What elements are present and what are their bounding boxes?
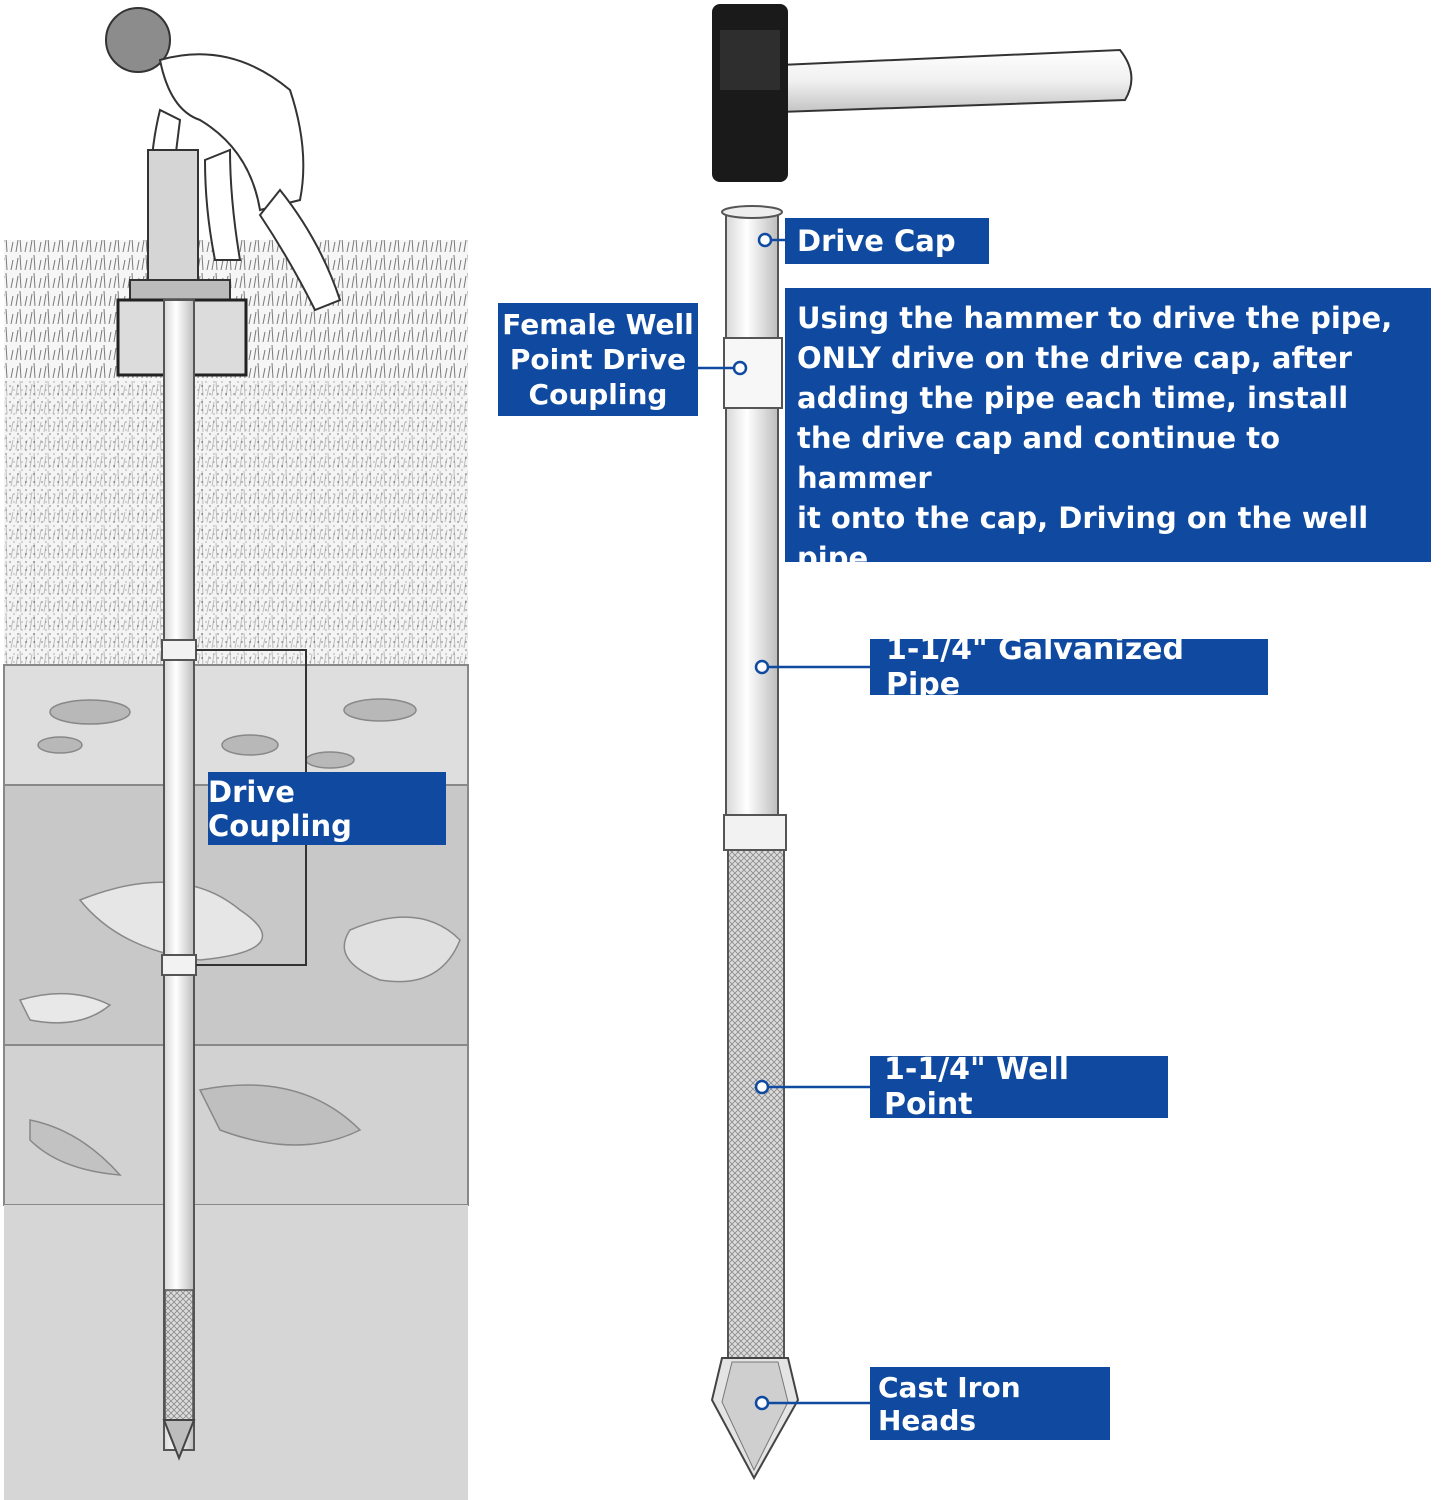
instructions-text: Using the hammer to drive the pipe, ONLY… bbox=[797, 301, 1401, 615]
galvanized-pipe-label: 1-1/4" Galvanized Pipe bbox=[870, 632, 1268, 702]
worker-figure bbox=[105, 7, 342, 312]
sledge-hammer bbox=[712, 4, 1133, 182]
cast-iron-heads-text: Cast Iron Heads bbox=[878, 1370, 1021, 1437]
cast-iron-heads-label: Cast Iron Heads bbox=[870, 1367, 1110, 1440]
drive-cap-text: Drive Cap bbox=[797, 224, 956, 258]
galvanized-pipe-text: 1-1/4" Galvanized Pipe bbox=[886, 632, 1184, 702]
drive-cap-label: Drive Cap bbox=[785, 218, 989, 264]
well-point-text: 1-1/4" Well Point bbox=[884, 1052, 1070, 1122]
leader-lines bbox=[698, 232, 870, 1411]
instructions-panel: Using the hammer to drive the pipe, ONLY… bbox=[785, 288, 1431, 615]
well-point-label: 1-1/4" Well Point bbox=[870, 1052, 1168, 1122]
female-coupling-label: Female Well Point Drive Coupling bbox=[498, 303, 698, 416]
female-coupling-text: Female Well Point Drive Coupling bbox=[502, 308, 694, 411]
drive-coupling-text: Drive Coupling bbox=[208, 774, 352, 843]
well-pipe-assembly bbox=[710, 205, 800, 1481]
ground-pipe bbox=[116, 298, 307, 1461]
ground-cross-section bbox=[3, 240, 469, 1500]
drive-coupling-label: Drive Coupling bbox=[208, 772, 446, 845]
